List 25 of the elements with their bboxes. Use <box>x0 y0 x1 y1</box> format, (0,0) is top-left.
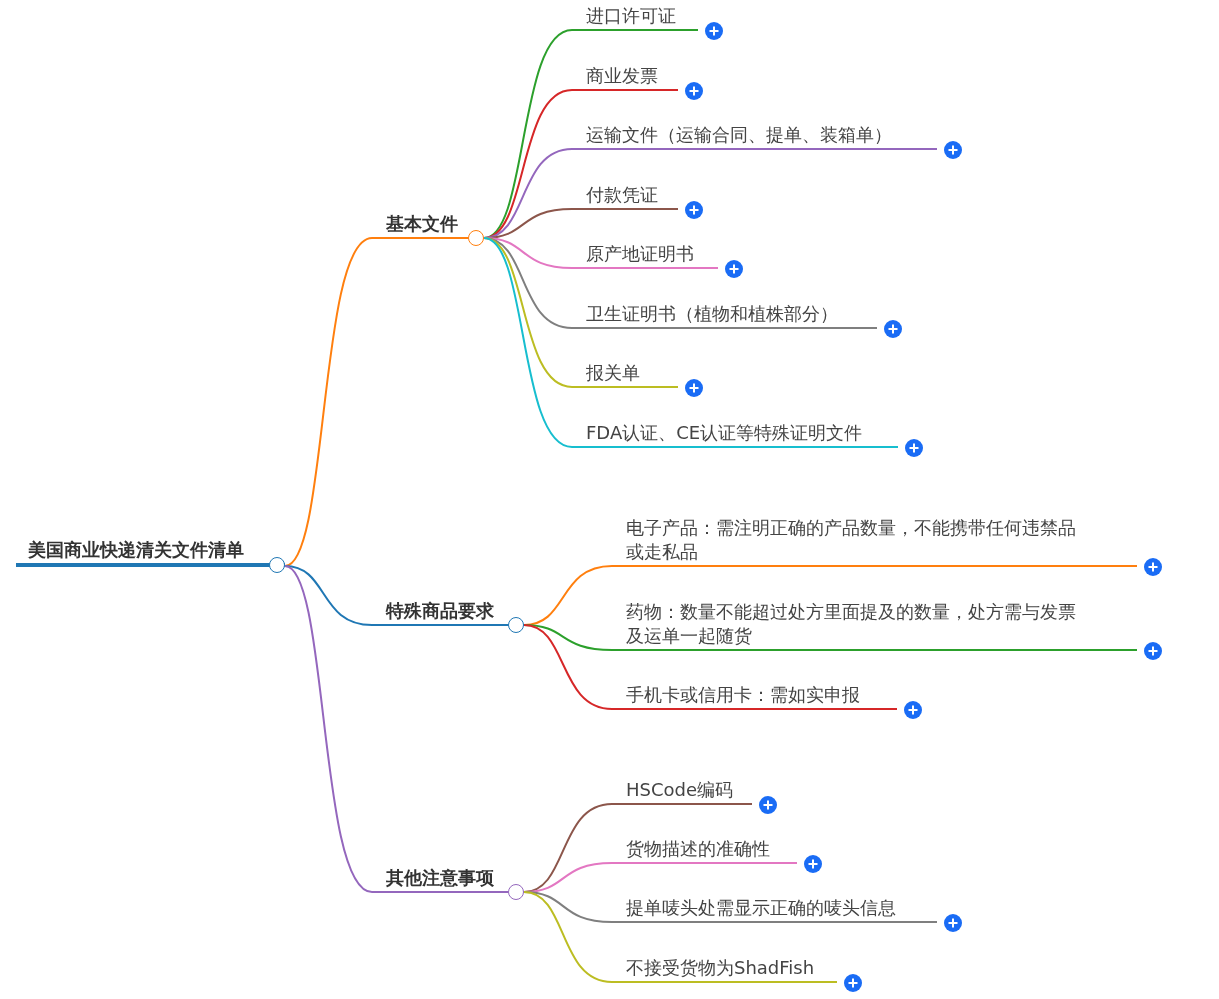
topic-text: 电子产品：需注明正确的产品数量，不能携带任何违禁品或走私品 <box>626 516 1077 564</box>
topic-text: 手机卡或信用卡：需如实申报 <box>626 683 860 707</box>
topic-text: 提单唛头处需显示正确的唛头信息 <box>626 896 896 920</box>
topic-text: 进口许可证 <box>586 4 676 28</box>
topic-text: 特殊商品要求 <box>386 599 494 623</box>
branch-connector <box>284 565 373 626</box>
topic-text: FDA认证、CE认证等特殊证明文件 <box>586 421 863 445</box>
topic-text: 运输文件（运输合同、提单、装箱单） <box>586 123 892 147</box>
topic-text: 原产地证明书 <box>586 242 694 266</box>
topic-text: 药物：数量不能超过处方里面提及的数量，处方需与发票及运单一起随货 <box>626 600 1077 648</box>
topic-text: 基本文件 <box>386 212 458 236</box>
topic-text: 卫生证明书（植物和植株部分） <box>586 302 838 326</box>
topic-text: 付款凭证 <box>586 183 658 207</box>
topic-text: 不接受货物为ShadFish <box>626 956 815 980</box>
branch-connector <box>523 891 613 983</box>
topic-text: 报关单 <box>586 361 640 385</box>
branch-connector <box>523 624 613 710</box>
branch-connector <box>483 237 573 448</box>
topic-text: 其他注意事项 <box>386 866 494 890</box>
branch-connector <box>284 565 373 893</box>
topic-text: 货物描述的准确性 <box>626 837 770 861</box>
branch-connector <box>284 237 373 567</box>
topic-text: 商业发票 <box>586 64 658 88</box>
topic-text: 美国商业快递清关文件清单 <box>28 538 244 562</box>
topic-text: HSCode编码 <box>626 778 734 802</box>
